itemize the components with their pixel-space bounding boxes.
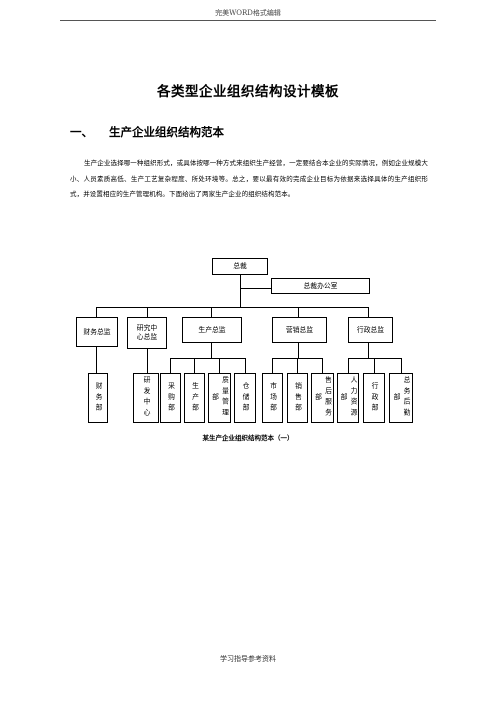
dept-production: 生产部	[184, 373, 205, 423]
dept-general-affairs: 总务后勤部	[389, 373, 413, 423]
connector	[240, 274, 241, 288]
dept-warehouse: 仓储部	[234, 373, 256, 423]
node-ceo-office: 总裁办公室	[271, 278, 370, 294]
section-heading: 一、 生产企业组织结构范本	[70, 124, 224, 140]
connector	[374, 358, 375, 373]
document-title: 各类型企业组织结构设计模板	[157, 84, 339, 100]
connector	[96, 307, 97, 317]
connector	[298, 307, 299, 317]
page-footer: 学习指导参考资料	[220, 655, 276, 663]
connector	[272, 358, 273, 373]
connector	[245, 358, 246, 373]
connector	[297, 358, 298, 373]
connector	[322, 358, 323, 373]
connector	[219, 358, 220, 373]
header-divider	[60, 20, 436, 21]
node-research-director: 研究中心总监	[127, 317, 167, 349]
body-paragraph: 生产企业选择哪一种组织形式，或具体按哪一种方式来组织生产经营，一定要结合本企业的…	[70, 159, 428, 198]
connector	[298, 343, 299, 358]
node-ceo: 总裁	[212, 258, 268, 275]
connector	[96, 347, 97, 373]
node-production-director: 生产总监	[182, 317, 242, 343]
connector	[368, 343, 369, 358]
connector	[194, 358, 195, 373]
connector	[240, 288, 271, 289]
connector	[240, 288, 241, 308]
connector	[211, 343, 212, 358]
connector	[211, 307, 212, 317]
dept-after-sales: 售后服务部	[311, 373, 334, 423]
connector	[401, 358, 402, 373]
dept-rnd-center: 研发中心	[133, 373, 159, 423]
dept-sales: 销售部	[287, 373, 308, 423]
connector	[368, 307, 369, 317]
connector	[170, 358, 171, 373]
dept-finance: 财务部	[88, 373, 108, 423]
dept-procurement: 采购部	[160, 373, 181, 423]
node-marketing-director: 营销总监	[272, 317, 327, 343]
page-header: 完美WORD格式编辑	[215, 9, 281, 17]
section-heading-text: 生产企业组织结构范本	[109, 125, 224, 139]
dept-quality: 质量管理部	[208, 373, 231, 423]
connector	[348, 358, 349, 373]
section-number: 一、	[70, 125, 93, 139]
node-finance-director: 财务总监	[76, 317, 118, 347]
connector	[170, 358, 245, 359]
dept-admin: 行政部	[363, 373, 385, 423]
node-admin-director: 行政总监	[348, 317, 393, 343]
dept-hr: 人力资源部	[337, 373, 359, 423]
connector	[147, 349, 148, 373]
chart-caption: 某生产企业组织结构范本（一）	[202, 434, 294, 442]
dept-market: 市场部	[262, 373, 283, 423]
connector	[147, 307, 148, 317]
connector	[96, 307, 368, 308]
